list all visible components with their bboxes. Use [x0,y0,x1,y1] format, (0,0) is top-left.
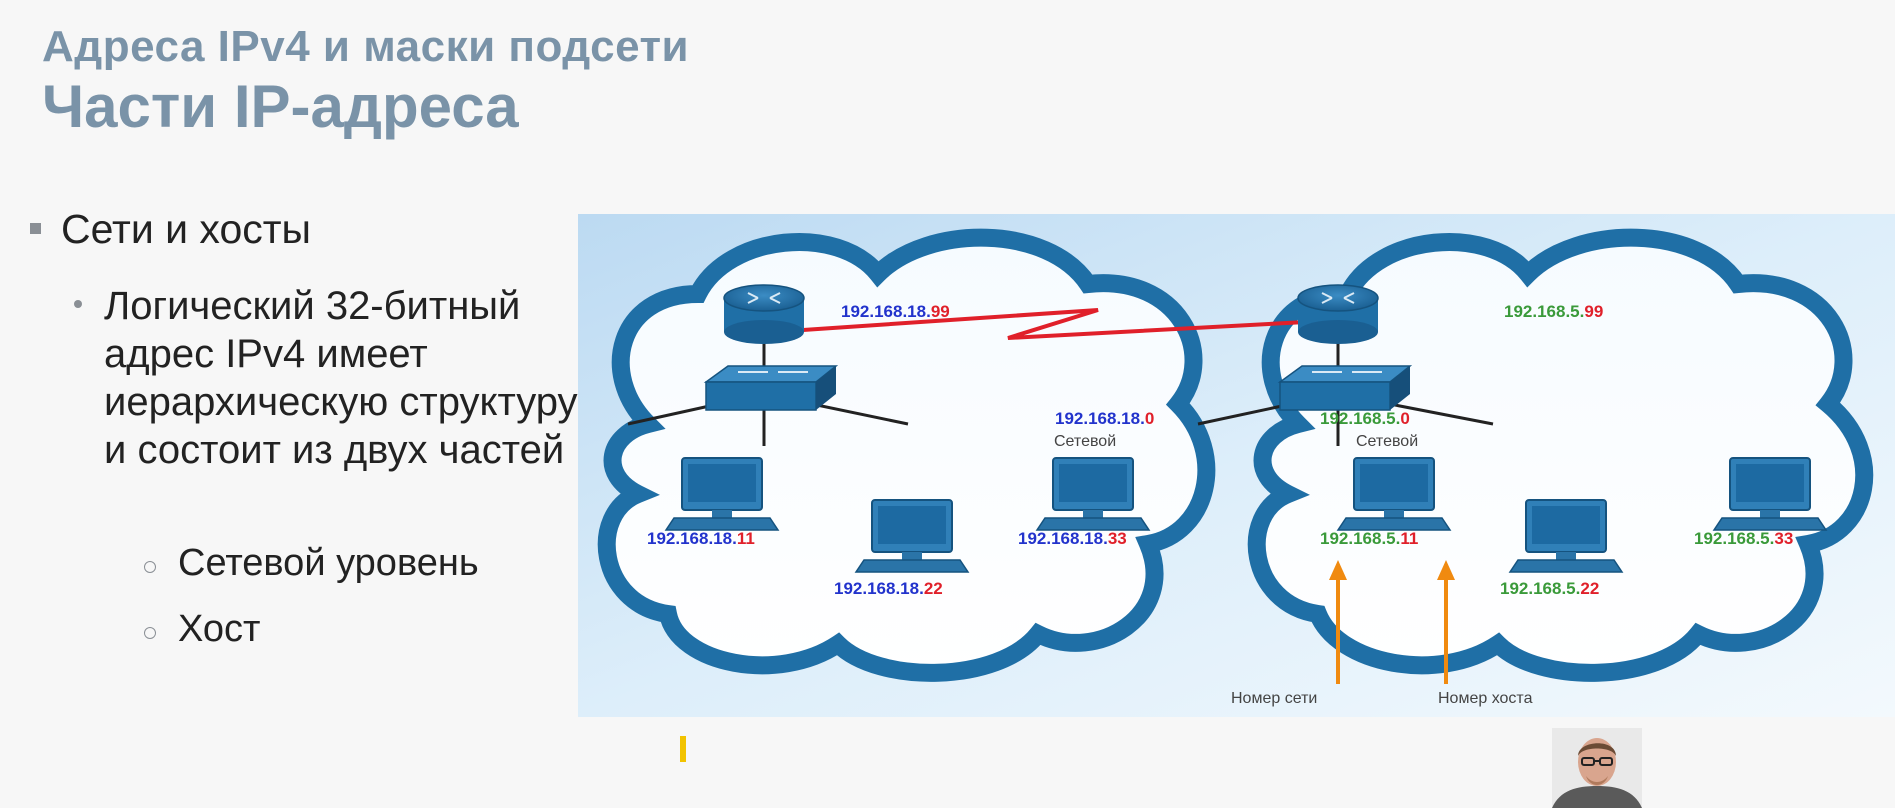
left-router-ip: 192.168.18.99 [841,302,950,321]
left-pc2-ip: 192.168.18.22 [834,579,943,598]
bullet-level3-text: Сетевой уровень [178,542,479,584]
bullet-level2: Логический 32-битный адрес IPv4 имеет ие… [74,282,594,474]
bullet-level1-text: Сети и хосты [61,206,312,252]
host-number-arrow [1437,560,1455,684]
right-router-icon [1297,284,1379,344]
bullet-level1: Сети и хосты [30,206,311,253]
slide-subtitle: Адреса IPv4 и маски подсети [42,22,690,71]
network-diagram: 192.168.18.99 192.168.18.0 Сетевой 192.1… [578,214,1895,717]
webcam-overlay [1552,728,1642,808]
circle-bullet-icon [144,561,156,573]
right-pc3-icon [1713,457,1827,531]
left-network-label: Сетевой [1054,433,1116,450]
circle-bullet-icon [144,627,156,639]
bullet-level3-item: Сетевой уровень [144,542,479,585]
left-pc1-icon [665,457,779,531]
left-pc1-ip: 192.168.18.11 [647,529,755,548]
bullet-level2-text: Логический 32-битный адрес IPv4 имеет ие… [104,284,578,472]
bullet-level3-item: Хост [144,608,260,651]
slide-title: Части IP-адреса [42,73,519,140]
right-pc2-ip: 192.168.5.22 [1500,579,1599,598]
network-diagram-svg: 192.168.18.99 192.168.18.0 Сетевой 192.1… [578,214,1895,717]
right-pc2-icon [1509,499,1623,573]
right-pc1-icon [1337,457,1451,531]
right-network-label: Сетевой [1356,433,1418,450]
presenter-avatar [1552,728,1642,808]
left-network-ip: 192.168.18.0 [1055,409,1154,428]
left-pc3-icon [1036,457,1150,531]
left-switch-icon [703,365,839,411]
text-cursor [680,736,686,762]
right-pc1-ip: 192.168.5.11 [1320,529,1418,548]
right-router-ip: 192.168.5.99 [1504,302,1603,321]
bullet-level3-text: Хост [178,608,261,650]
host-number-label: Номер хоста [1438,690,1533,707]
right-pc3-ip: 192.168.5.33 [1694,529,1793,548]
left-pc2-icon [855,499,969,573]
network-number-label: Номер сети [1231,690,1317,707]
left-network-cloud [597,228,1216,682]
network-number-arrow [1329,560,1347,684]
wan-serial-link [802,308,1307,340]
left-router-icon [723,284,805,344]
right-switch-icon [1277,365,1413,411]
dot-bullet-icon [74,300,82,308]
slide-title-area: Адреса IPv4 и маски подсети Части IP-адр… [42,22,689,140]
left-pc3-ip: 192.168.18.33 [1018,529,1127,548]
right-network-ip: 192.168.5.0 [1320,409,1410,428]
right-network-cloud [1247,228,1874,682]
square-bullet-icon [30,222,41,234]
